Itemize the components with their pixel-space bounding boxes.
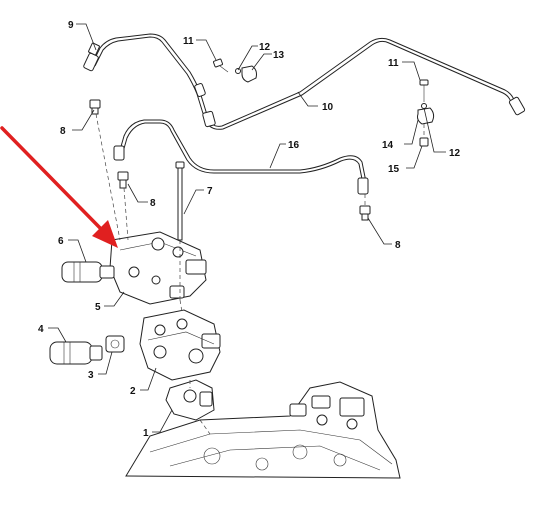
adapter-fitting-8-mid bbox=[117, 171, 129, 189]
bolt-11-right bbox=[419, 79, 429, 102]
valve-section-2 bbox=[139, 309, 221, 381]
tube-mid-fitting-10 bbox=[194, 83, 216, 128]
callout-13: 13 bbox=[273, 50, 285, 61]
callout-3: 3 bbox=[88, 370, 94, 381]
hydraulic-tube-16 bbox=[113, 119, 369, 195]
transmission-housing bbox=[125, 381, 401, 479]
callout-10: 10 bbox=[322, 102, 334, 113]
callout-2: 2 bbox=[130, 386, 136, 397]
callout-12-right: 12 bbox=[449, 148, 461, 159]
hydraulic-tube-10 bbox=[91, 33, 519, 130]
adapter-fitting-8-top bbox=[89, 99, 101, 115]
adapter-3 bbox=[105, 335, 125, 353]
inlet-manifold-1 bbox=[165, 379, 215, 421]
cartridge-4 bbox=[49, 341, 103, 365]
callout-12-left: 12 bbox=[259, 42, 271, 53]
callout-11-right: 11 bbox=[388, 58, 399, 69]
callout-16: 16 bbox=[288, 140, 300, 151]
callout-15: 15 bbox=[388, 164, 400, 175]
callout-8-right: 8 bbox=[395, 240, 401, 251]
tube-end-fitting-10-right bbox=[508, 96, 526, 116]
clamp-13 bbox=[241, 65, 257, 83]
washer-12-left bbox=[235, 68, 241, 74]
tube-end-fitting-9 bbox=[83, 42, 100, 72]
callout-8-mid: 8 bbox=[150, 198, 156, 209]
callout-5: 5 bbox=[95, 302, 101, 313]
leader-lines bbox=[48, 23, 446, 433]
valve-section-5 bbox=[109, 231, 207, 305]
assembly-guide-lines bbox=[95, 113, 425, 435]
red-pointer-arrow bbox=[0, 126, 118, 248]
bolt-11-left bbox=[212, 58, 229, 73]
callout-8-top: 8 bbox=[60, 126, 66, 137]
adapter-fitting-8-right bbox=[359, 205, 371, 221]
tie-rod-7 bbox=[175, 161, 185, 241]
callout-14: 14 bbox=[382, 140, 394, 151]
nut-15 bbox=[419, 137, 429, 147]
callout-7: 7 bbox=[207, 186, 213, 197]
callout-4: 4 bbox=[38, 324, 44, 335]
callout-11-left: 11 bbox=[183, 36, 194, 47]
callout-1: 1 bbox=[143, 428, 149, 439]
callout-6: 6 bbox=[58, 236, 64, 247]
washer-12-right bbox=[421, 103, 427, 109]
cartridge-6 bbox=[61, 261, 115, 283]
callout-9: 9 bbox=[68, 20, 74, 31]
